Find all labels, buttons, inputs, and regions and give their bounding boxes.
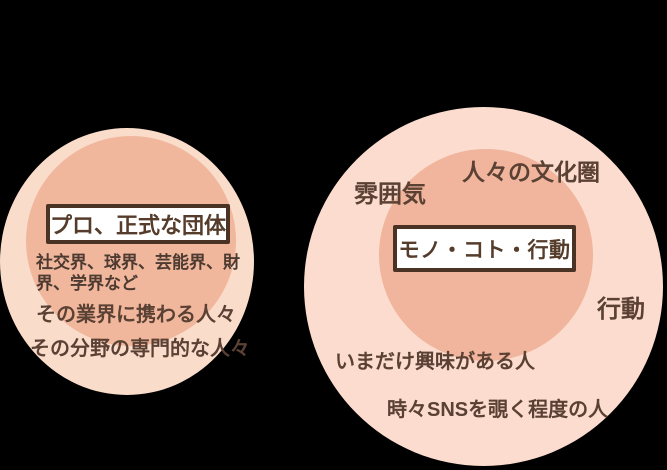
- right-core-label: モノ・コト・行動: [398, 238, 571, 262]
- left-core-label-box: プロ、正式な団体: [46, 204, 230, 244]
- right-inner-label-atmosphere: 雰囲気: [354, 181, 426, 208]
- right-outer-label-action: 行動: [597, 296, 645, 323]
- left-core-label: プロ、正式な団体: [50, 213, 227, 238]
- left-outer-label-2: その分野の専門的な人々: [30, 338, 250, 360]
- right-inner-label-culture-sphere: 人々の文化圏: [462, 159, 600, 185]
- right-core-label-box: モノ・コト・行動: [393, 225, 576, 272]
- left-outer-label-1: その業界に携わる人々: [36, 304, 236, 326]
- right-outer-label-casual-interest: いまだけ興味がある人: [335, 351, 535, 373]
- left-inner-note: 社交界、球界、芸能界、財 界、学界など: [36, 253, 240, 294]
- right-outer-label-sns-viewer: 時々SNSを覗く程度の人: [387, 399, 609, 421]
